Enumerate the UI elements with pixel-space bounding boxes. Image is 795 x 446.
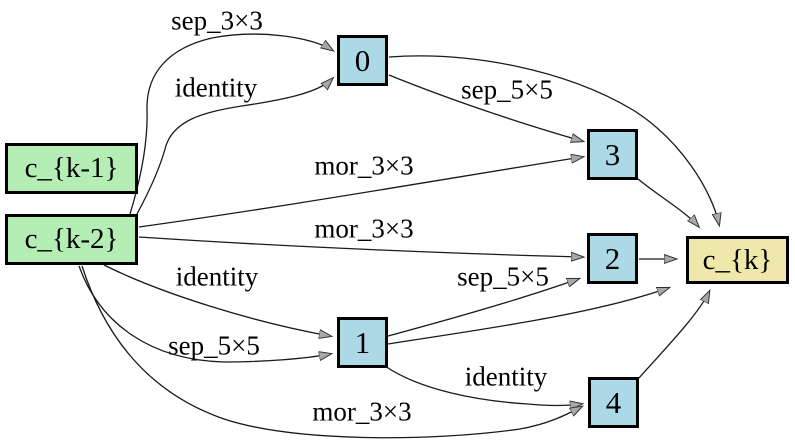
node-c-k-1: c_{k-1} [5,143,138,194]
node-0: 0 [337,35,388,86]
node-1: 1 [337,317,388,368]
node-2: 2 [587,233,638,284]
edge-3-to-ck [637,178,698,226]
edge-label-mor3x3-ck2-3: mor_3×3 [314,150,414,181]
node-2-label: 2 [604,241,621,276]
edge-label-sep3x3-ck2-0: sep_3×3 [171,5,263,36]
edge-ck2-to-0-identity [136,79,332,215]
node-c-k-1-label: c_{k-1} [24,152,119,184]
edge-1-to-4-identity [384,365,581,406]
edge-ck2-to-1-identity [103,264,330,336]
node-3: 3 [587,129,638,180]
edge-label-sep5x5-1-2: sep_5×5 [457,261,549,292]
node-c-k-2: c_{k-2} [5,214,138,265]
edge-4-to-ck [638,292,709,379]
node-3-label: 3 [604,137,621,172]
edge-1-to-ck [387,288,668,345]
edge-label-mor3x3-ck2-4: mor_3×3 [312,396,412,427]
edge-ck2-to-4-mor3x3 [81,265,581,439]
node-c-k-2-label: c_{k-2} [24,223,119,255]
node-c-k-label: c_{k} [702,243,773,276]
node-c-k: c_{k} [686,236,789,284]
node-1-label: 1 [354,325,371,360]
edge-ck2-to-1-sep5x5 [78,265,330,363]
edge-label-sep5x5-ck2-1: sep_5×5 [168,330,260,361]
edge-0-to-3-sep5x5 [388,74,582,141]
edge-1-to-2-sep5x5 [387,279,578,337]
edge-label-identity-1-4: identity [464,361,548,392]
edge-ck2-to-2-mor3x3 [138,236,582,257]
node-0-label: 0 [354,43,371,78]
edge-0-to-ck [388,55,719,224]
edge-ck2-to-3-mor3x3 [138,157,582,228]
edge-label-sep5x5-0-3: sep_5×5 [461,74,553,105]
edge-label-mor3x3-ck2-2: mor_3×3 [314,213,414,244]
node-4-label: 4 [605,385,622,420]
node-4: 4 [588,377,639,428]
edge-label-identity-ck2-0: identity [174,72,258,103]
edge-label-identity-ck2-1: identity [175,261,259,292]
edge-ck2-to-0-sep3x3 [129,33,332,215]
